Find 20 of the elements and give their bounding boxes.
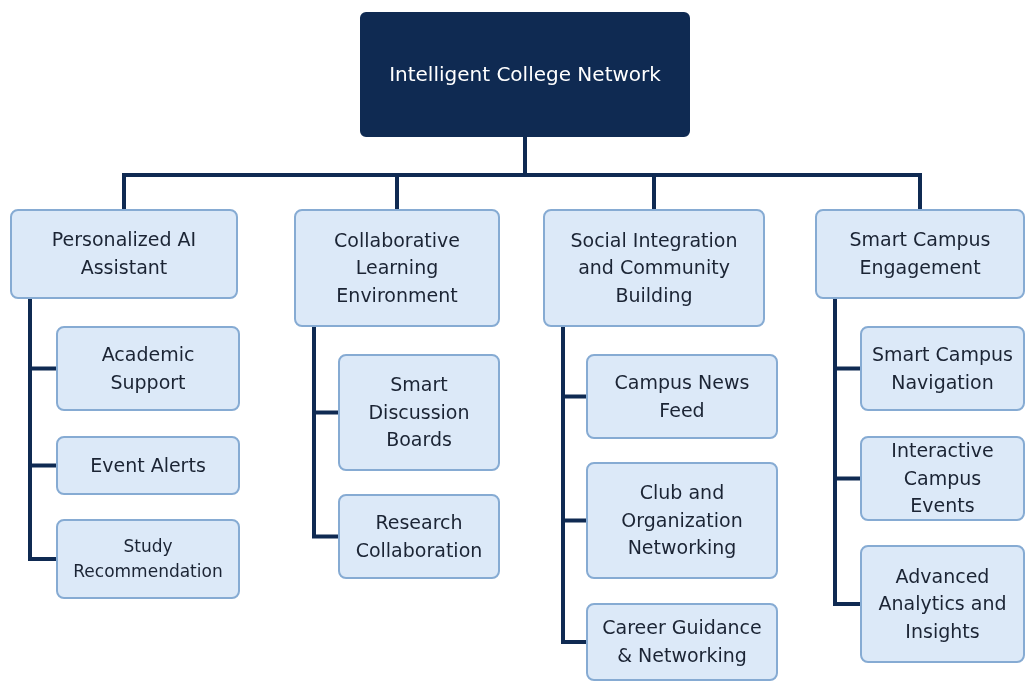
feature-box: Study Recommendation (56, 519, 240, 599)
feature-box: Career Guidance & Networking (586, 603, 778, 681)
feature-box: Personalized AI Assistant (10, 209, 238, 299)
connector-line (561, 327, 586, 644)
feature-box: Social Integration and Community Building (543, 209, 765, 327)
connector-line (312, 327, 338, 539)
feature-box: Club and Organization Networking (586, 462, 778, 579)
feature-box: Interactive Campus Events (860, 436, 1025, 521)
feature-box: Smart Discussion Boards (338, 354, 500, 471)
feature-box: Research Collaboration (338, 494, 500, 579)
feature-box: Smart Campus Engagement (815, 209, 1025, 299)
title-box: Intelligent College Network (360, 12, 690, 137)
feature-box: Event Alerts (56, 436, 240, 495)
feature-box: Advanced Analytics and Insights (860, 545, 1025, 663)
connector-line (28, 299, 56, 561)
feature-box: Smart Campus Navigation (860, 326, 1025, 411)
feature-box: Collaborative Learning Environment (294, 209, 500, 327)
feature-box: Academic Support (56, 326, 240, 411)
feature-box: Campus News Feed (586, 354, 778, 439)
connector-line (833, 299, 860, 606)
